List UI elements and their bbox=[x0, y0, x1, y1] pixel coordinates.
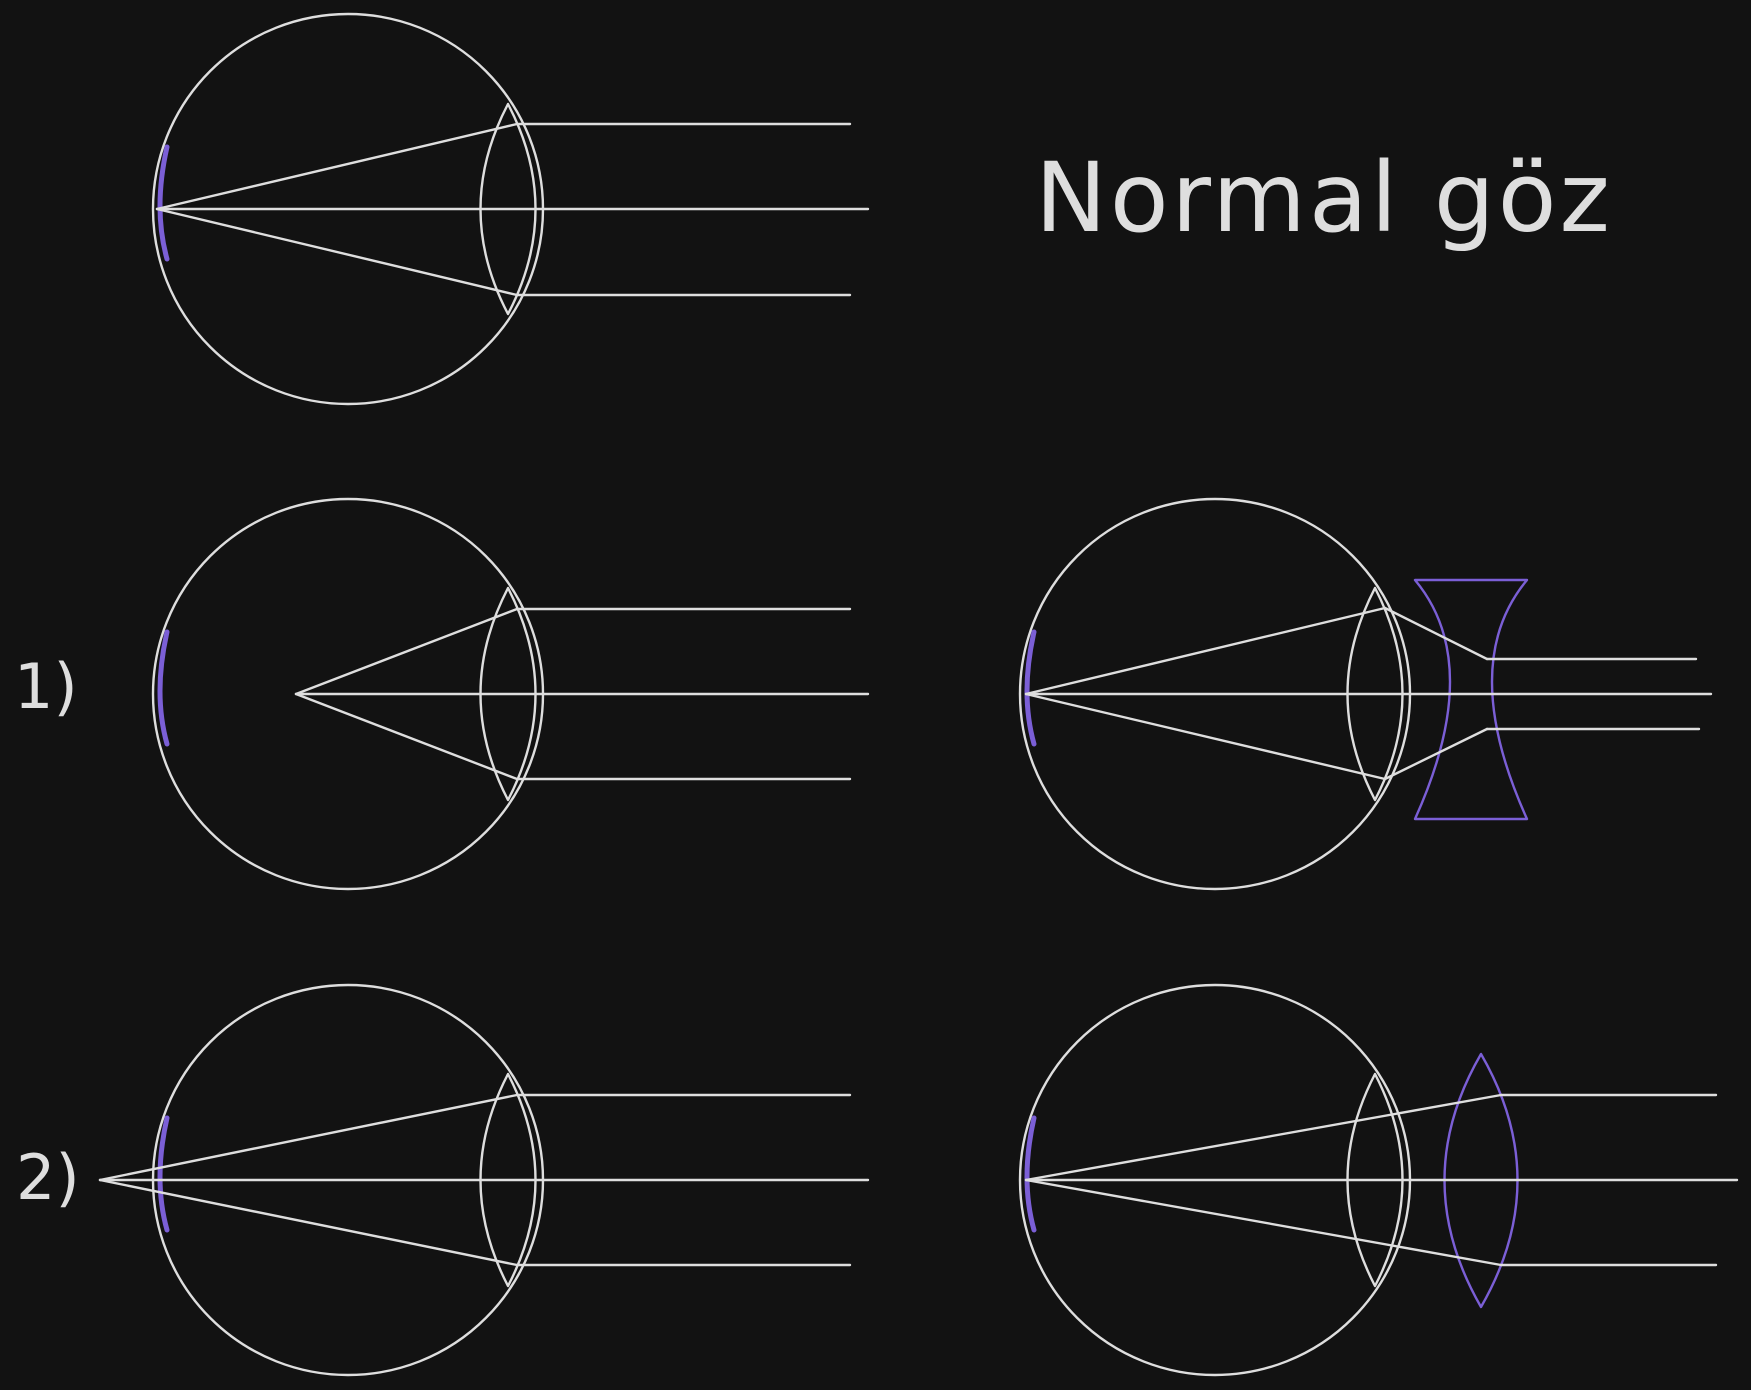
refracted-ray-top bbox=[1024, 1093, 1503, 1182]
refracted-ray-bottom bbox=[98, 1178, 519, 1267]
refracted-ray-top bbox=[155, 122, 519, 211]
eye-lens bbox=[479, 586, 537, 802]
refracted-ray-bottom bbox=[155, 207, 519, 297]
refracted-ray-top bbox=[98, 1093, 519, 1182]
case-2-label: 2) bbox=[16, 1141, 80, 1214]
normal-eye-diagram bbox=[151, 12, 870, 406]
refracted-ray-bottom bbox=[294, 692, 519, 781]
retina bbox=[1024, 629, 1037, 747]
refracted-ray-top bbox=[1024, 606, 1387, 696]
hyperopic-eye-diagram bbox=[98, 983, 870, 1377]
refracted-ray-bottom bbox=[1024, 1178, 1503, 1267]
diverged-ray-bottom bbox=[1383, 727, 1489, 781]
retina bbox=[157, 144, 170, 262]
eye-lens bbox=[1346, 1072, 1404, 1288]
convex-lens bbox=[1443, 1052, 1519, 1309]
refracted-ray-top bbox=[294, 607, 519, 696]
myopic-eye-diagram bbox=[151, 497, 870, 891]
case-1-label: 1) bbox=[14, 650, 78, 723]
myopic-eye-corrected-diagram bbox=[1018, 497, 1713, 891]
hyperopic-eye-corrected-diagram bbox=[1018, 983, 1739, 1377]
page-title: Normal göz bbox=[1035, 142, 1613, 254]
diverged-ray-top bbox=[1383, 606, 1489, 661]
retina bbox=[157, 1115, 170, 1233]
eye-lens bbox=[479, 1072, 537, 1288]
eye-lens bbox=[479, 102, 537, 316]
retina bbox=[157, 629, 170, 747]
concave-lens bbox=[1413, 578, 1529, 821]
retina bbox=[1024, 1115, 1037, 1233]
refracted-ray-bottom bbox=[1024, 692, 1387, 781]
eye-lens bbox=[1346, 586, 1404, 802]
